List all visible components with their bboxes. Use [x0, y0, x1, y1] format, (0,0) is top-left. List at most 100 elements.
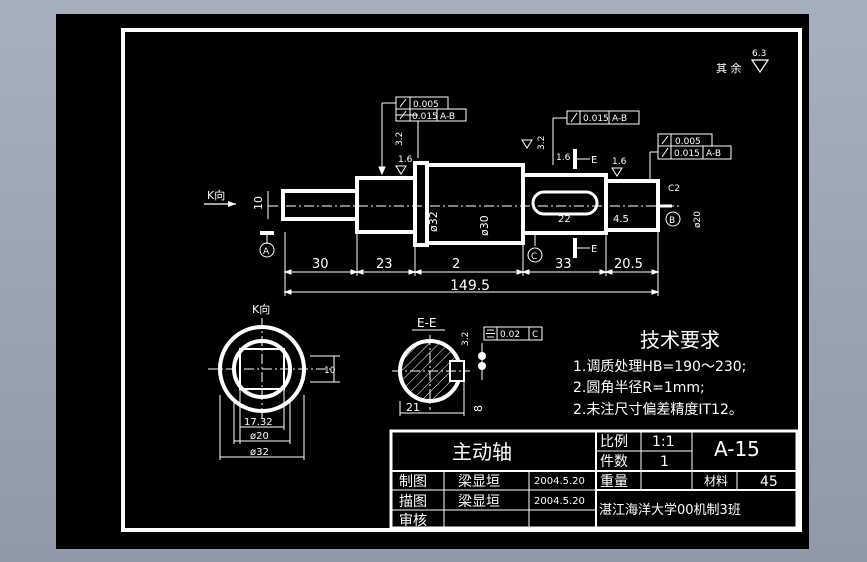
- section-sym-frame: [483, 326, 543, 341]
- gdt-mid-datum: A-B: [612, 114, 627, 124]
- datum-a: A: [259, 231, 275, 258]
- section-cut-marks: E E: [573, 149, 597, 258]
- section-sym-datum: C: [532, 330, 538, 340]
- dim-left-diameter-text: 10: [252, 196, 265, 210]
- roughness-symbol-icon: [750, 59, 770, 74]
- section-sym-value: 0.02: [500, 330, 520, 340]
- roughness-r2: 1.6: [398, 155, 413, 165]
- roughness-note-text: 其 余: [716, 61, 742, 75]
- section-e-e-label: E-E: [417, 316, 437, 330]
- row2-date: 2004.5.20: [534, 496, 585, 507]
- title-block: [389, 429, 799, 530]
- gdt-right-runout: 0.005: [675, 137, 701, 147]
- roughness-symbol-icon: [611, 167, 623, 177]
- roughness-r3: 3.2: [537, 136, 547, 150]
- dim-len-33: 33: [555, 257, 572, 272]
- gdt-left-runout: 0.005: [413, 100, 439, 110]
- row1-name: 梁显垣: [458, 474, 500, 490]
- tech-item-2: 2.圆角半径R=1mm;: [573, 380, 705, 396]
- gdt-left-runout-ref: 0.015: [412, 112, 438, 122]
- tech-title: 技术要求: [640, 328, 720, 352]
- gdt-left-datum: A-B: [440, 112, 455, 122]
- section-mark-top: E: [591, 155, 597, 166]
- qty-value: 1: [660, 454, 669, 470]
- length-dimensions: [283, 232, 660, 296]
- dim-phi32-text: ø32: [427, 211, 440, 232]
- k-view-arrow: K向: [204, 188, 236, 207]
- drawing-number: A-15: [714, 437, 760, 461]
- k-view-dim-17-32: 17.32: [244, 417, 273, 428]
- school-class: 湛江海洋大学00机制3班: [599, 502, 741, 518]
- row1-role: 制图: [399, 474, 427, 490]
- dim-left-diameter: 10: [252, 191, 269, 219]
- shaft-main-view: [268, 161, 680, 247]
- material-value: 45: [760, 474, 778, 490]
- runout-icon: [570, 112, 578, 123]
- k-view-dim-phi20: ø20: [250, 431, 269, 442]
- scale-label: 比例: [600, 434, 628, 450]
- roughness-r5: 1.6: [612, 157, 627, 167]
- dim-len-total: 149.5: [450, 278, 490, 294]
- datum-b: B: [665, 211, 681, 227]
- roughness-r1: 3.2: [395, 132, 405, 146]
- arrow-down-icon: [378, 166, 386, 176]
- technical-requirements: 技术要求 1.调质处理HB=190～230; 2.圆角半径R=1mm; 2.未注…: [573, 328, 746, 418]
- k-view-flat: [239, 348, 285, 390]
- gdt-mid-runout: 0.015: [583, 114, 609, 124]
- datum-a-label: A: [263, 247, 270, 257]
- k-end-view: K向 10 17.32 ø20 ø32: [208, 302, 340, 460]
- part-name: 主动轴: [452, 440, 512, 464]
- gdt-frame-left: 0.005 0.015 A-B: [378, 96, 467, 176]
- section-dim-8: 8: [472, 405, 485, 412]
- scale-value: 1:1: [652, 434, 675, 450]
- section-dim-21: 21: [406, 401, 420, 414]
- dim-key-offset: 4.5: [613, 214, 629, 225]
- dim-phi30-text: ø30: [478, 215, 491, 236]
- k-view-dim-10: 10: [324, 366, 336, 376]
- roughness-r4: 1.6: [556, 153, 571, 163]
- k-view-dim-phi32: ø32: [250, 447, 269, 458]
- row1-date: 2004.5.20: [534, 476, 585, 487]
- dim-right-diameter: ø20: [693, 211, 703, 228]
- dim-len-30: 30: [312, 257, 329, 272]
- gdt-frame-mid: 0.015 A-B: [552, 110, 640, 165]
- keyway-slot: [531, 190, 599, 216]
- row2-name: 梁显垣: [458, 494, 500, 510]
- datum-b-label: B: [669, 216, 675, 226]
- dim-len-2: 2: [452, 257, 460, 272]
- k-view-outer-circle: [218, 325, 306, 413]
- roughness-note-value: 6.3: [752, 49, 766, 59]
- datum-c-label: C: [531, 252, 537, 262]
- weight-label: 重量: [600, 474, 628, 490]
- dim-key-length: 22: [558, 214, 571, 225]
- runout-icon: [399, 98, 407, 108]
- dim-len-20-5: 20.5: [614, 257, 643, 272]
- section-mark-bottom: E: [591, 244, 597, 255]
- gdt-frame-right: 0.005 0.015 A-B: [649, 133, 732, 180]
- k-view-inner-circle: [232, 339, 292, 399]
- row3-role: 审核: [399, 513, 427, 529]
- datum-c: C: [527, 232, 543, 263]
- gdt-right-runout-ref: 0.015: [674, 149, 700, 159]
- tech-item-1: 1.调质处理HB=190～230;: [573, 359, 746, 375]
- k-view-arrow-label: K向: [207, 188, 225, 202]
- drawing-sheet: [56, 14, 809, 549]
- section-roughness: 3.2: [461, 332, 471, 346]
- surface-roughness-note: 其 余 6.3: [716, 49, 770, 75]
- runout-icon: [661, 135, 669, 145]
- symmetry-icon: [486, 329, 495, 338]
- material-label: 材料: [704, 474, 728, 488]
- gdt-right-datum: A-B: [706, 149, 721, 159]
- dim-chamfer: C2: [668, 184, 680, 194]
- k-end-view-label: K向: [252, 302, 270, 316]
- arrow-right-icon: [228, 201, 236, 207]
- drawing-frame: [121, 28, 802, 532]
- section-e-e-view: E-E 0.02 C 3.2 21 8: [392, 316, 543, 416]
- dim-len-23: 23: [376, 257, 393, 272]
- tech-item-3: 2.未注尺寸偏差精度IT12。: [573, 402, 743, 418]
- qty-label: 件数: [600, 454, 628, 470]
- roughness-symbol-icon: [395, 165, 407, 175]
- row2-role: 描图: [399, 494, 427, 510]
- roughness-symbol-icon: [521, 139, 533, 149]
